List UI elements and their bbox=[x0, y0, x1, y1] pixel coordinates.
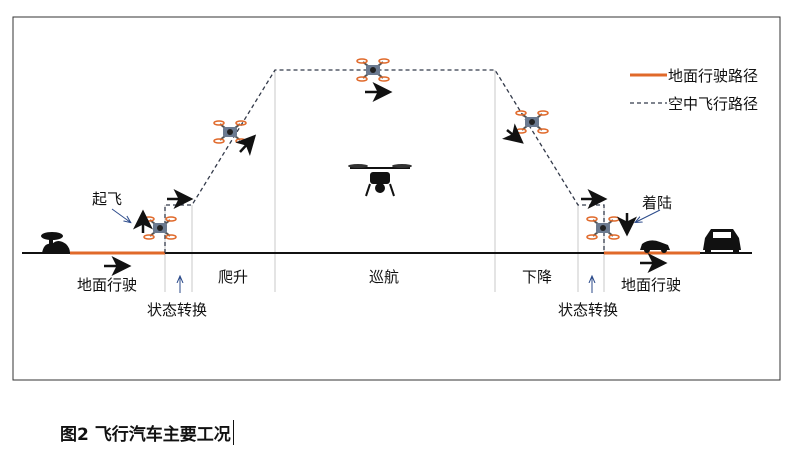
drone-descend-icon bbox=[515, 110, 549, 134]
pointer-arrows bbox=[111, 208, 661, 293]
drone-climb-icon bbox=[213, 120, 247, 144]
drone-cruise-icon bbox=[356, 58, 390, 82]
drone-takeoff-icon bbox=[143, 216, 177, 240]
legend-air-label: 空中飞行路径 bbox=[668, 95, 758, 113]
figure-caption: 图2 飞行汽车主要工况 bbox=[60, 420, 234, 445]
label-descend: 下降 bbox=[522, 268, 552, 286]
tree-icon bbox=[41, 232, 70, 253]
air-path bbox=[164, 69, 605, 253]
drone-landing-icon bbox=[586, 216, 620, 240]
legend-ground-label: 地面行驶路径 bbox=[668, 67, 758, 85]
label-ground-drive-right: 地面行驶 bbox=[621, 276, 681, 294]
arrow-down-right-icon bbox=[501, 123, 524, 144]
small-car-icon bbox=[640, 240, 670, 253]
phase-dividers bbox=[164, 70, 605, 292]
label-transition-left: 状态转换 bbox=[147, 301, 207, 319]
motion-arrows bbox=[104, 82, 668, 276]
label-takeoff: 起飞 bbox=[92, 190, 122, 208]
arrow-up-right-icon bbox=[235, 134, 257, 156]
large-car-icon bbox=[703, 229, 741, 254]
label-cruise: 巡航 bbox=[369, 268, 399, 286]
label-ground-drive-left: 地面行驶 bbox=[77, 276, 137, 294]
legend: 地面行驶路径 空中飞行路径 bbox=[630, 67, 758, 113]
figure-frame bbox=[12, 16, 781, 381]
label-landing: 着陆 bbox=[642, 194, 672, 212]
label-transition-right: 状态转换 bbox=[558, 301, 618, 319]
large-drone-icon bbox=[348, 164, 412, 197]
label-climb: 爬升 bbox=[218, 268, 248, 286]
